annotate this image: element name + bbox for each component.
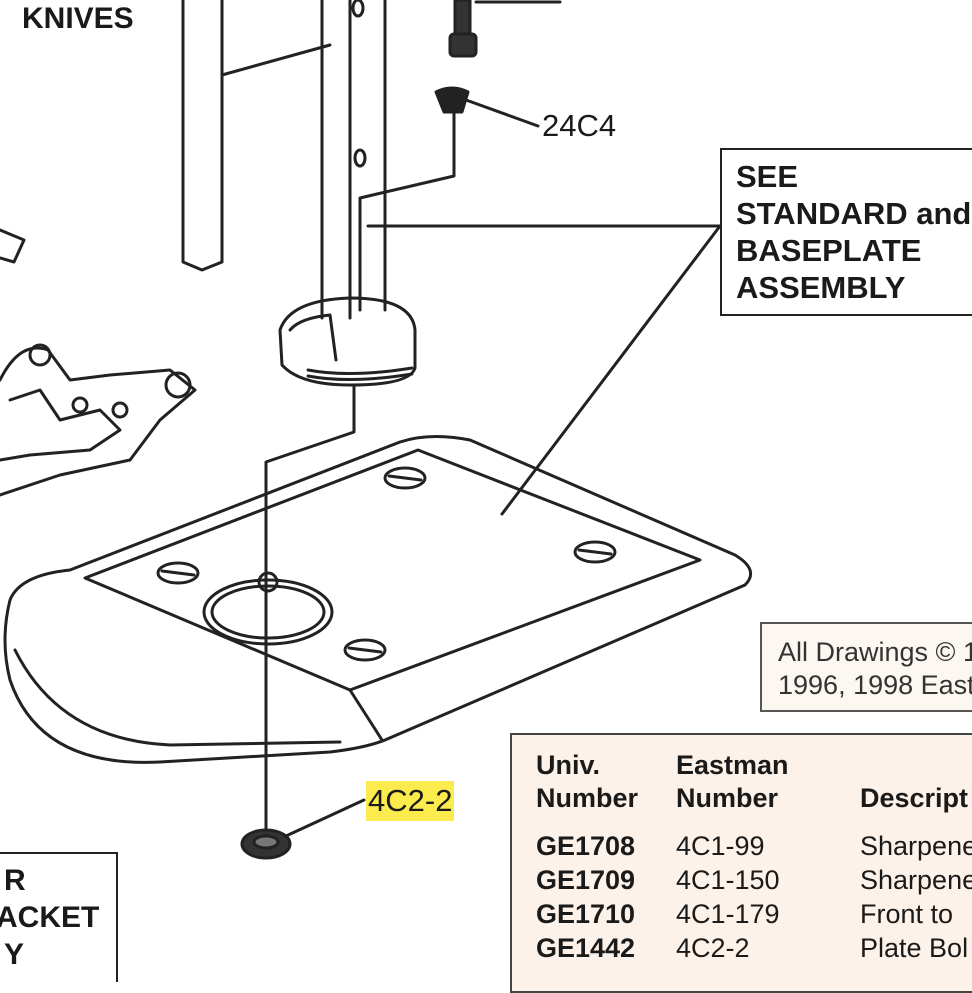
header-description: Descript <box>860 783 969 813</box>
left-box-line: ACKET <box>0 901 100 934</box>
see-box-line: BASEPLATE <box>736 233 922 268</box>
table-row: GE1710 4C1-179 Front to <box>512 899 972 933</box>
bolt-hole <box>573 540 617 564</box>
left-box-line: R <box>4 864 26 897</box>
table-row: GE1708 4C1-99 Sharpene <box>512 831 972 865</box>
header-univ-line1: Univ. <box>536 750 601 780</box>
baseplate <box>3 434 753 764</box>
bolt-hole <box>156 561 200 585</box>
bracket-fragment <box>0 228 26 264</box>
bolt-hole <box>343 638 387 662</box>
exploded-parts-drawing <box>0 0 753 860</box>
plug-24c4 <box>434 86 470 114</box>
see-box-line: SEE <box>736 159 799 194</box>
table-row: GE1709 4C1-150 Sharpene <box>512 865 972 899</box>
column-collar <box>278 296 417 387</box>
header-univ-line2: Number <box>536 783 639 813</box>
see-box-line: ASSEMBLY <box>736 270 906 305</box>
part-label-24c4: 24C4 <box>542 108 617 143</box>
parts-table: Univ. Number Eastman Number Descript GE1… <box>510 733 972 993</box>
cell-description: Sharpene <box>860 865 972 895</box>
header-eastman-line1: Eastman <box>676 750 789 780</box>
see-box-line: STANDARD and <box>736 196 972 231</box>
left-assembly-box: R ACKET Y <box>0 852 118 982</box>
left-box-line: Y <box>4 938 25 971</box>
cell-univ: GE1710 <box>536 899 636 929</box>
vertical-bar <box>181 0 224 272</box>
header-univ: Univ. Number <box>536 749 638 815</box>
standard-column <box>320 0 387 320</box>
header-eastman: Eastman Number <box>676 749 789 815</box>
bolt-shaft <box>453 0 472 40</box>
cell-univ: GE1442 <box>536 933 636 963</box>
cell-description: Front to <box>860 899 954 929</box>
cell-eastman: 4C2-2 <box>676 933 750 963</box>
bolt-head <box>448 32 478 58</box>
bolt-hole <box>383 466 427 490</box>
header-eastman-line2: Number <box>676 783 779 813</box>
cell-description: Plate Bol <box>860 933 969 963</box>
cell-eastman: 4C1-150 <box>676 865 780 895</box>
knives-leader-line <box>220 43 332 77</box>
copyright-note: All Drawings © 1 1996, 1998 East <box>760 622 972 712</box>
copyright-line: 1996, 1998 East <box>778 670 972 700</box>
cell-univ: GE1709 <box>536 865 636 895</box>
knives-label: KNIVES <box>22 2 134 35</box>
cell-eastman: 4C1-99 <box>676 831 765 861</box>
table-row: GE1442 4C2-2 Plate Bol <box>512 933 972 967</box>
see-standard-box: SEE STANDARD and BASEPLATE ASSEMBLY <box>720 148 972 316</box>
part-label-4c2-2-highlighted: 4C2-2 <box>366 781 455 821</box>
cell-univ: GE1708 <box>536 831 636 861</box>
cell-eastman: 4C1-179 <box>676 899 780 929</box>
center-hole <box>202 578 334 646</box>
copyright-line: All Drawings © 1 <box>778 637 972 667</box>
cell-description: Sharpene <box>860 831 972 861</box>
